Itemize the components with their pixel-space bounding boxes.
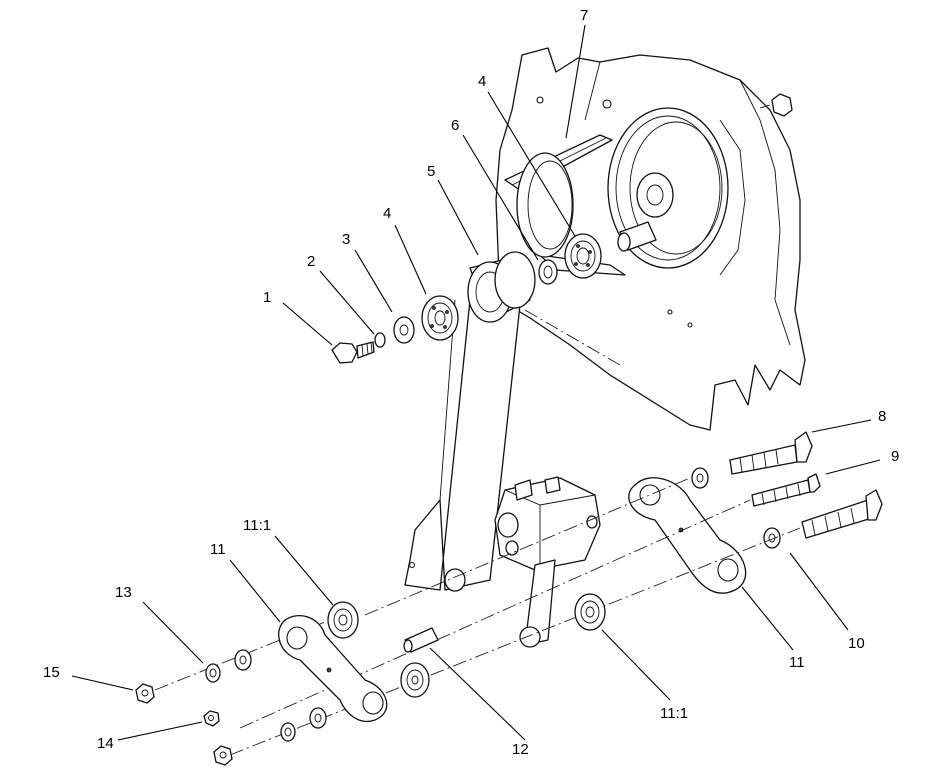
tensioner-block <box>494 476 601 648</box>
callout-15: 15 <box>43 664 60 681</box>
callout-9: 9 <box>891 448 899 465</box>
callout-12: 12 <box>512 741 529 758</box>
bolt-8 <box>729 431 813 475</box>
spacer-tube-12 <box>403 627 439 653</box>
callout-4-lower: 4 <box>383 205 391 222</box>
callout-5: 5 <box>427 163 435 180</box>
callout-11-left: 11 <box>210 541 226 558</box>
idler-arm <box>404 299 521 592</box>
callout-3: 3 <box>342 231 350 248</box>
spacer <box>538 259 558 285</box>
bearing-11-1-left <box>327 601 359 639</box>
axis-line-2 <box>239 499 751 729</box>
callout-11-1-right: 11:1 <box>660 705 688 722</box>
washers-13 <box>205 649 252 683</box>
washer-3 <box>393 316 415 344</box>
pulley-shaft <box>617 221 657 252</box>
axis-line-upper <box>524 309 621 366</box>
bearing-11-1-right <box>574 593 606 631</box>
callout-14: 14 <box>97 735 114 752</box>
bolt-1 <box>331 341 375 364</box>
bearing-lower-left <box>400 662 430 698</box>
nut-14 <box>203 710 220 727</box>
washer-10 <box>763 527 781 549</box>
callout-2: 2 <box>307 253 315 270</box>
callout-13: 13 <box>115 584 132 601</box>
nut-15 <box>135 683 155 704</box>
callout-11-1-left: 11:1 <box>243 517 271 534</box>
drive-pulley <box>516 152 574 258</box>
callout-4-upper: 4 <box>478 73 486 90</box>
bearing-upper <box>564 233 602 279</box>
callout-10: 10 <box>848 635 865 652</box>
washers-lower <box>280 707 327 742</box>
idler-pulley <box>467 251 536 323</box>
axis-line-1 <box>364 477 691 616</box>
link-plate-right <box>628 477 747 594</box>
callout-1: 1 <box>263 289 271 306</box>
callout-6: 6 <box>451 117 459 134</box>
bearing-lower-4 <box>421 295 459 341</box>
bolt-10 <box>801 489 883 539</box>
housing-nut <box>759 93 793 117</box>
bolt-9 <box>751 473 821 507</box>
nut-lower <box>213 745 233 766</box>
link-plate-left <box>278 615 388 723</box>
lock-washer-2 <box>374 332 386 348</box>
callout-11-right: 11 <box>789 654 805 671</box>
leader-lines <box>71 24 881 741</box>
washer-8 <box>691 467 709 489</box>
callout-8: 8 <box>878 408 886 425</box>
callout-labels: 1 2 3 4 5 6 4 7 8 9 10 11 11:1 12 11:1 1… <box>43 7 899 758</box>
callout-7: 7 <box>580 7 588 24</box>
